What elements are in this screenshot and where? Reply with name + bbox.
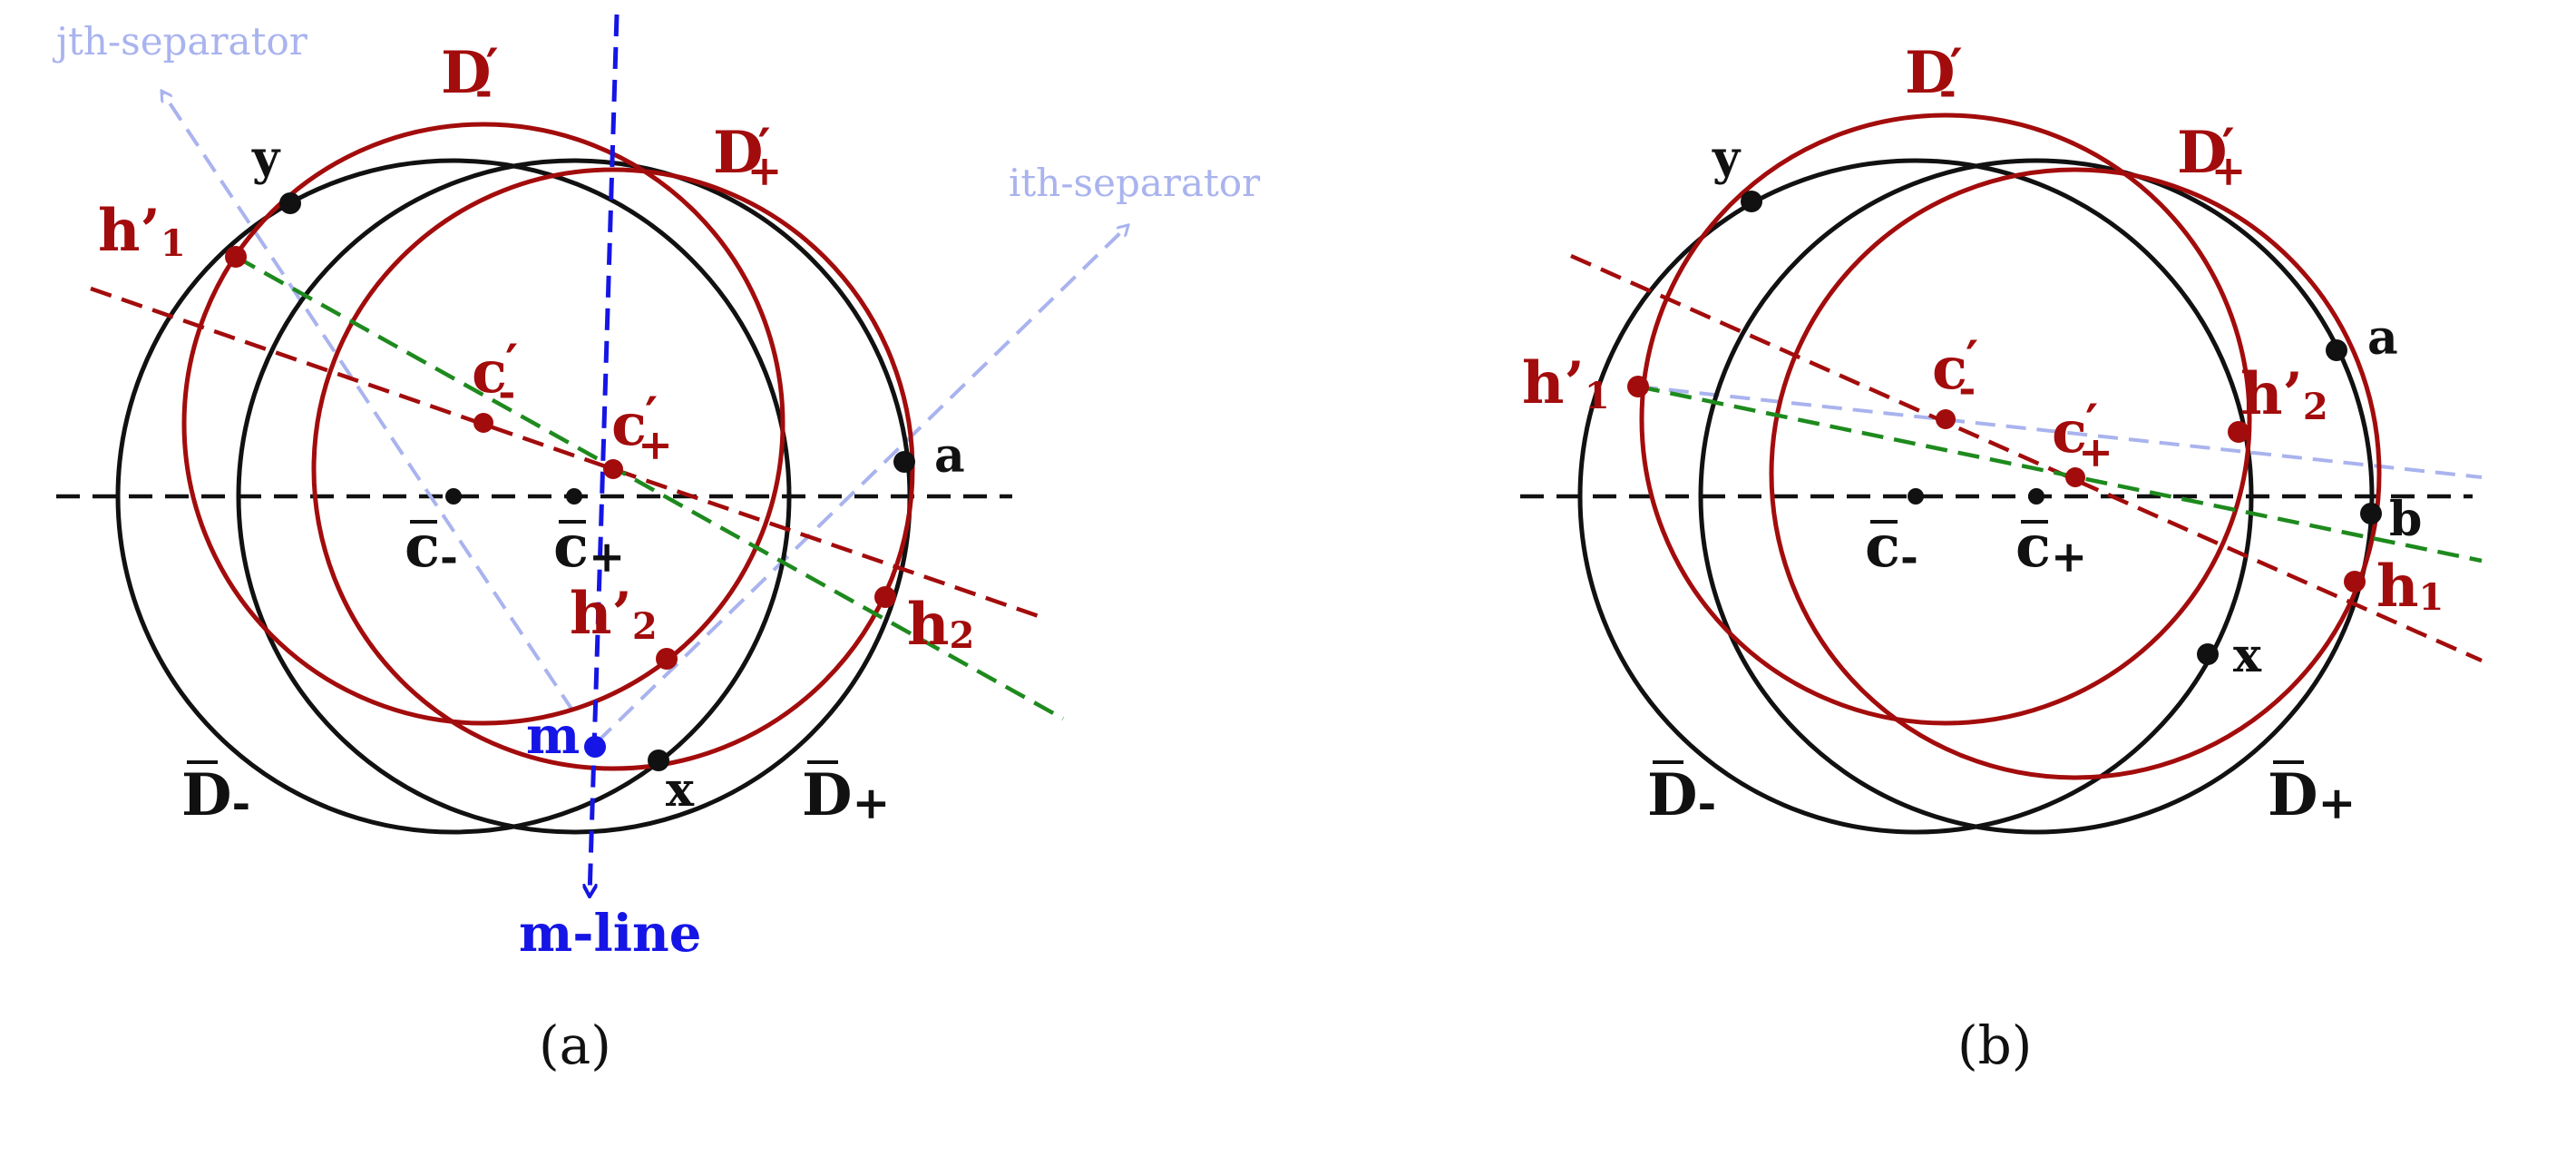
label-c-plus-prime-b: c′+ — [2052, 393, 2113, 476]
point-h1-b — [2344, 571, 2366, 593]
label-m-line: m-line — [519, 904, 701, 964]
point-h1-prime-b — [1627, 376, 1649, 397]
circle-D-minus-bar — [115, 158, 792, 835]
label-m: m — [526, 706, 580, 766]
label-h1-b: h1 — [2376, 553, 2444, 621]
label-D-plus-prime: D′+ — [713, 117, 782, 195]
svg-text:D+: D+ — [802, 761, 890, 829]
label-h2-prime-b: h’2 — [2240, 360, 2328, 428]
circle-D-plus-prime — [311, 167, 915, 771]
point-h2 — [874, 586, 896, 608]
label-y: y — [251, 131, 281, 186]
point-a-b — [2326, 339, 2347, 361]
red-center-line-b — [1570, 253, 2483, 663]
point-c-plus-prime — [603, 459, 623, 479]
svg-text:D-: D- — [1647, 761, 1716, 829]
label-c-plus-bar-b: c+ — [2015, 513, 2087, 583]
point-y — [279, 192, 301, 214]
label-y-b: y — [1712, 131, 1742, 186]
caption-a: (a) — [539, 1014, 611, 1076]
point-c-minus-bar — [445, 488, 462, 505]
svg-text:c-: c- — [1865, 513, 1918, 583]
point-h1-prime — [225, 246, 247, 268]
caption-b: (b) — [1957, 1014, 2032, 1076]
label-h2: h2 — [907, 591, 974, 659]
svg-text:c-: c- — [405, 513, 458, 583]
circle-D-minus-prime-b — [1639, 113, 2252, 726]
point-b-b — [2360, 503, 2382, 524]
label-a: a — [934, 428, 965, 484]
label-x: x — [666, 762, 695, 818]
label-D-plus-bar: D+ — [802, 760, 890, 829]
label-c-minus-bar-b: c- — [1865, 513, 1918, 583]
label-c-plus-prime: c′+ — [611, 386, 673, 469]
point-c-plus-prime-b — [2065, 467, 2085, 487]
point-m — [584, 736, 606, 758]
svg-text:c+: c+ — [2015, 513, 2087, 583]
label-b-b: b — [2389, 492, 2422, 547]
label-D-plus-prime-b: D′+ — [2177, 117, 2246, 195]
label-jth-separator: jth-separator — [52, 19, 308, 64]
jth-separator-line — [160, 91, 575, 713]
label-x-b: x — [2233, 628, 2262, 683]
label-D-plus-bar-b: D+ — [2268, 760, 2356, 829]
label-h1-prime: h’1 — [98, 197, 186, 265]
circle-D-plus-prime-b — [1769, 167, 2382, 780]
label-D-minus-prime: D′- — [441, 37, 499, 115]
label-c-minus-prime-b: c′- — [1932, 329, 1978, 413]
label-D-minus-bar-b: D- — [1647, 760, 1716, 829]
label-D-minus-bar: D- — [181, 760, 250, 829]
point-h2-prime-b — [2228, 421, 2249, 443]
point-a — [893, 451, 915, 473]
svg-text:c+: c+ — [553, 513, 625, 583]
label-a-b: a — [2367, 310, 2398, 366]
label-c-plus-bar: c+ — [553, 513, 625, 583]
point-x-b — [2197, 643, 2219, 665]
point-x — [648, 750, 669, 771]
label-D-minus-prime-b: D′- — [1905, 37, 1963, 115]
panel-b: D′- D′+ y a h’1 c′- c′+ h’2 c- c+ b h1 — [1520, 37, 2483, 1076]
point-c-plus-bar-b — [2028, 488, 2044, 505]
point-c-minus-prime-b — [1936, 409, 1956, 429]
svg-text:D-: D- — [181, 761, 250, 829]
circle-D-plus-bar-b — [1698, 158, 2375, 835]
point-c-plus-bar — [566, 488, 582, 505]
circle-D-minus-prime — [181, 122, 785, 726]
point-c-minus-prime — [473, 413, 493, 433]
green-line-b — [1637, 384, 2483, 563]
label-c-minus-bar: c- — [405, 513, 458, 583]
green-line — [234, 255, 1065, 720]
point-y-b — [1741, 191, 1762, 212]
point-c-minus-bar-b — [1908, 488, 1924, 505]
circle-D-minus-bar-b — [1577, 158, 2254, 835]
ith-separator-line — [595, 225, 1128, 744]
red-center-line — [90, 286, 1042, 620]
label-h2-prime: h’2 — [570, 580, 658, 648]
label-ith-separator: ith-separator — [1009, 161, 1261, 205]
panel-a: jth-separator ith-separator D′- D′+ h’1 … — [52, 14, 1261, 1076]
svg-text:D+: D+ — [2268, 761, 2356, 829]
label-h1-prime-b: h’1 — [1522, 349, 1610, 417]
point-h2-prime — [656, 648, 678, 670]
label-c-minus-prime: c′- — [472, 333, 518, 416]
